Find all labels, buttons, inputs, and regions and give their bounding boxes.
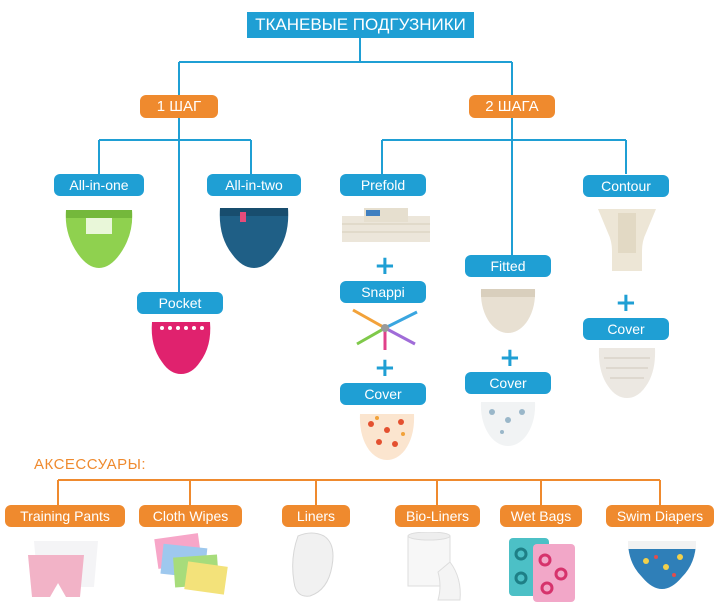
fitted-image	[480, 289, 536, 333]
page-title: ТКАНЕВЫЕ ПОДГУЗНИКИ	[247, 12, 474, 38]
step1-header: 1 ШАГ	[140, 95, 218, 118]
cover-fitted-image	[480, 402, 536, 446]
wet-bags-image	[509, 538, 575, 602]
cloth-wipes-image	[154, 533, 228, 595]
label-cover-fitted: Cover	[465, 372, 551, 394]
all-in-two-diaper-image	[219, 208, 289, 268]
swim-diapers-image	[628, 541, 696, 589]
label-cover-contour: Cover	[583, 318, 669, 340]
prefold-image	[342, 208, 430, 242]
acc-liners: Liners	[282, 505, 350, 527]
acc-training-pants: Training Pants	[5, 505, 125, 527]
snappi-image	[352, 308, 418, 350]
acc-wet-bags: Wet Bags	[500, 505, 582, 527]
plus-cover-prefold: +	[374, 353, 396, 383]
label-fitted: Fitted	[465, 255, 551, 277]
label-all-in-one: All-in-one	[54, 174, 144, 196]
label-cover-prefold: Cover	[340, 383, 426, 405]
accessories-title: АКСЕССУАРЫ:	[34, 456, 147, 473]
pocket-diaper-image	[151, 322, 211, 374]
plus-snappi: +	[374, 251, 396, 281]
contour-image	[598, 209, 656, 271]
label-prefold: Prefold	[340, 174, 426, 196]
acc-cloth-wipes: Cloth Wipes	[139, 505, 242, 527]
training-pants-image	[28, 541, 98, 597]
liners-image	[292, 532, 334, 597]
step2-header: 2 ШАГА	[469, 95, 555, 118]
acc-bio-liners: Bio-Liners	[395, 505, 480, 527]
label-snappi: Snappi	[340, 281, 426, 303]
label-pocket: Pocket	[137, 292, 223, 314]
plus-cover-contour: +	[615, 288, 637, 318]
acc-swim-diapers: Swim Diapers	[606, 505, 714, 527]
cover-contour-image	[598, 348, 656, 398]
label-contour: Contour	[583, 175, 669, 197]
all-in-one-diaper-image	[65, 210, 133, 268]
label-all-in-two: All-in-two	[207, 174, 301, 196]
bio-liners-image	[407, 532, 461, 601]
plus-cover-fitted: +	[499, 343, 521, 373]
cover-prefold-image	[359, 414, 415, 460]
